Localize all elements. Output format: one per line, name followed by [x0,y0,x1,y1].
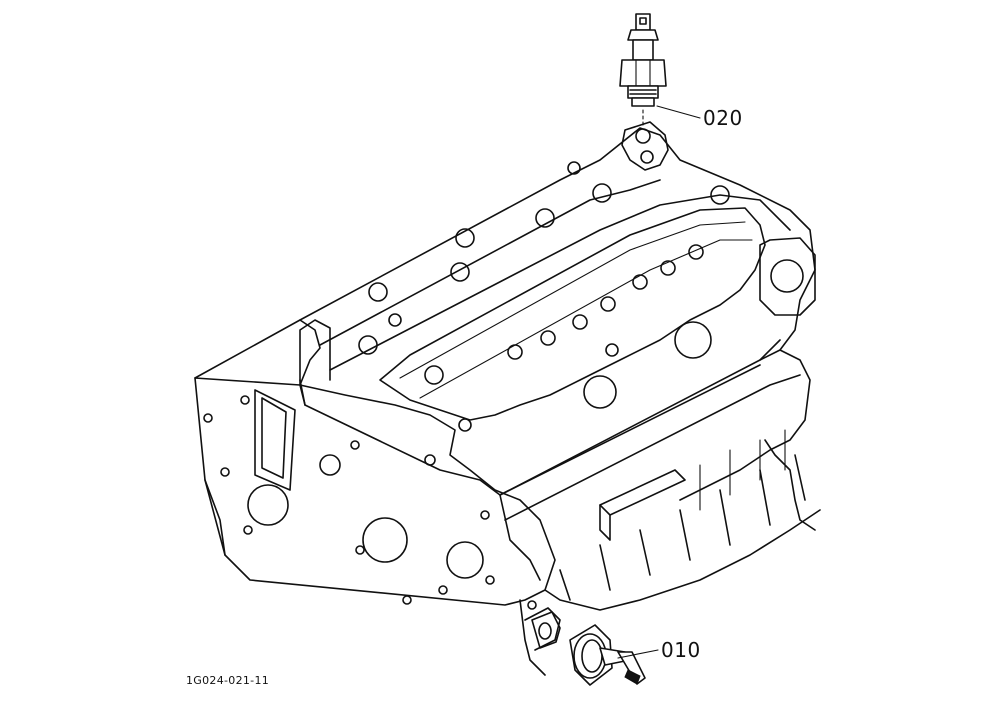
callout-leader-010 [617,649,659,659]
drawing-code-label: 1G024-021-11 [186,674,270,687]
head-bolt-holes [203,161,730,610]
part-ref-label-020: 020 [703,106,743,130]
engine-block-outline [194,127,821,676]
part-ref-label-010: 010 [661,638,701,662]
callout-leader-020 [656,105,701,119]
upper-sensor-mount [621,109,669,171]
lower-sensor-icon [531,611,646,686]
upper-sensor-icon [619,13,667,107]
